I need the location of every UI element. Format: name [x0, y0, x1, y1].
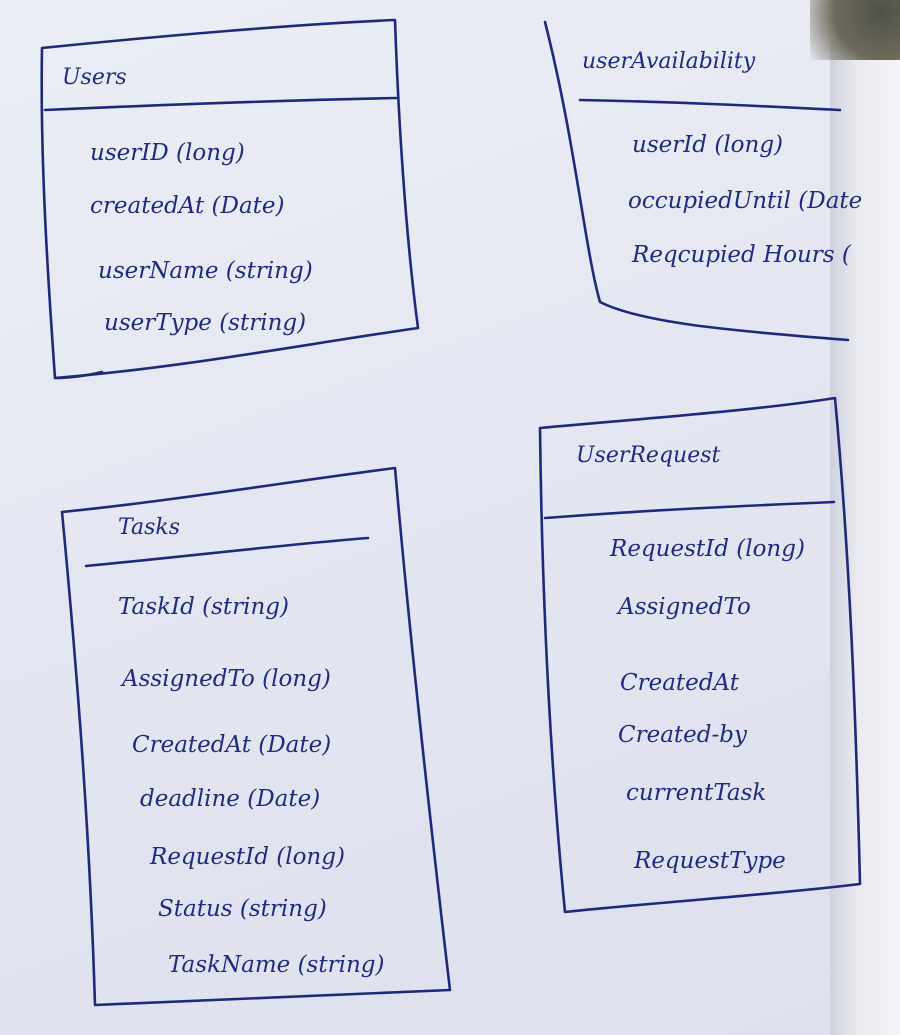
users-field: createdAt (Date) — [90, 193, 285, 219]
entity-availability: userAvailability userId (long) occupiedU… — [543, 20, 862, 342]
background-corner — [810, 0, 900, 60]
request-field: Created-by — [618, 722, 748, 748]
users-field: userType (string) — [104, 310, 306, 336]
request-box-outline — [538, 396, 862, 914]
request-field: AssignedTo — [616, 594, 751, 620]
request-field: CreatedAt — [620, 670, 740, 696]
users-title: Users — [62, 65, 127, 90]
request-field: RequestType — [633, 848, 786, 874]
users-divider — [43, 96, 400, 112]
users-box-tail — [53, 370, 104, 380]
entity-request: UserRequest RequestId (long) AssignedTo … — [538, 396, 862, 914]
tasks-title: Tasks — [118, 515, 180, 540]
users-field: userName (string) — [98, 258, 313, 284]
availability-title: userAvailability — [582, 49, 756, 74]
tasks-field: Status (string) — [158, 896, 327, 922]
page-edge — [830, 40, 900, 1035]
availability-field: occupiedUntil (Date — [628, 188, 862, 214]
users-field: userID (long) — [90, 140, 245, 166]
users-box-outline — [40, 18, 420, 380]
tasks-divider — [84, 536, 370, 568]
request-field: RequestId (long) — [609, 536, 805, 562]
request-divider — [543, 500, 836, 520]
tasks-field: AssignedTo (long) — [120, 666, 331, 692]
tasks-field: RequestId (long) — [149, 844, 345, 870]
entity-users: Users userID (long) createdAt (Date) use… — [40, 18, 420, 380]
availability-box-outline — [543, 20, 850, 342]
request-title: UserRequest — [576, 443, 721, 468]
tasks-field: TaskName (string) — [168, 952, 384, 978]
tasks-field: deadline (Date) — [140, 786, 320, 812]
tasks-field: CreatedAt (Date) — [132, 732, 331, 758]
tasks-box-outline — [60, 466, 452, 1007]
entity-tasks: Tasks TaskId (string) AssignedTo (long) … — [60, 466, 452, 1007]
tasks-field: TaskId (string) — [118, 594, 289, 620]
request-field: currentTask — [626, 780, 766, 806]
availability-divider — [578, 98, 842, 112]
availability-field: Reqcupied Hours ( — [631, 242, 852, 268]
availability-field: userId (long) — [632, 132, 783, 158]
